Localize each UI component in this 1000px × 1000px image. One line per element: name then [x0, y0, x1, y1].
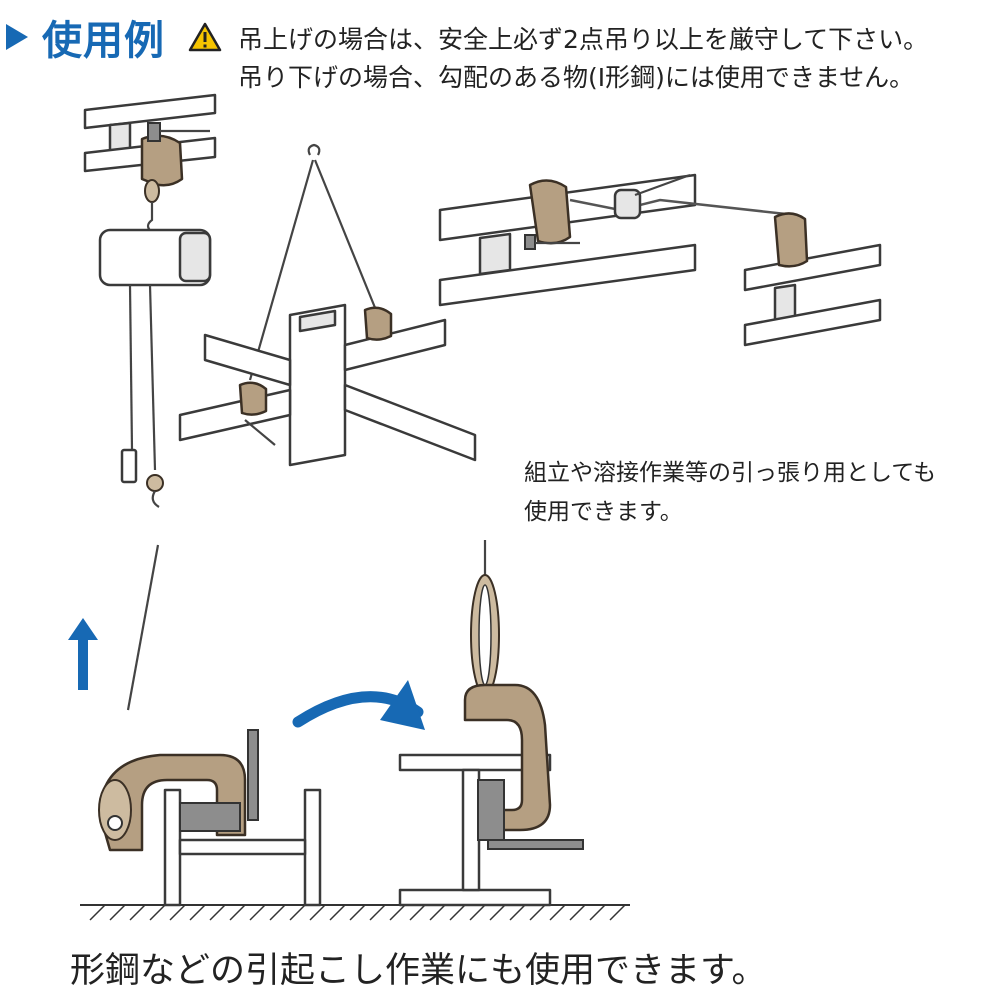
hoist-illustration — [83, 93, 217, 508]
warning-text-line1: 吊上げの場合は、安全上必ず2点吊り以上を厳守して下さい。 — [238, 25, 929, 54]
title-row: 使用例 — [6, 12, 165, 64]
triangle-play-icon — [6, 24, 28, 50]
pulling-note-line2: 使用できます。 — [524, 499, 683, 525]
pulling-illustration — [438, 173, 882, 347]
bottom-caption: 形鋼などの引起こし作業にも使用できます。 — [70, 951, 767, 991]
up-arrow-icon — [68, 618, 98, 690]
two-point-lift-illustration — [178, 143, 477, 467]
pulling-note-line1: 組立や溶接作業等の引っ張り用としても — [524, 460, 937, 486]
section-title: 使用例 — [42, 18, 165, 64]
warning-text-line2: 吊り下げの場合、勾配のある物(I形鋼)には使用できません。 — [238, 63, 915, 92]
uprighting-illustration — [68, 540, 630, 921]
warning-triangle-icon — [188, 22, 222, 52]
curved-arrow-icon — [292, 680, 425, 730]
